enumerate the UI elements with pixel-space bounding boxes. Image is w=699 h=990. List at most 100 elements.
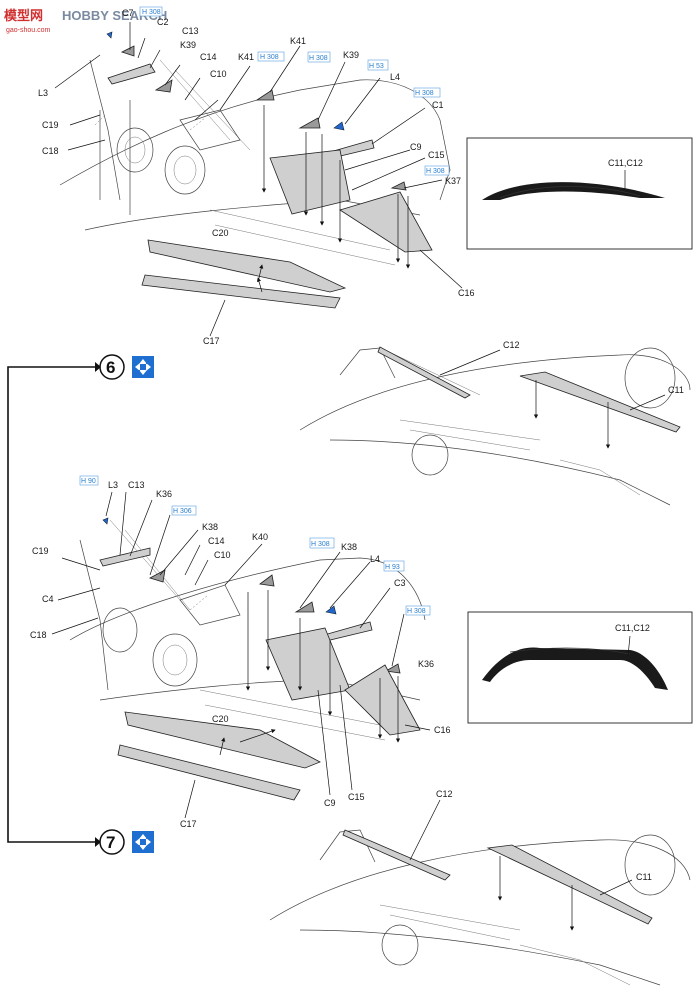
label-upper-k41a: K41 [238,52,254,62]
label-upper-l3: L3 [38,88,48,98]
step-7: 7 C12 C11 [99,789,691,986]
part-c20 [147,239,347,293]
label-upper-c17: C17 [203,336,220,346]
part-7-k38b [294,601,315,613]
label-lower-inset: C11,C12 [615,623,650,633]
label-upper-c13: C13 [182,26,199,36]
part-7-c17 [117,744,301,801]
step-6-icon [132,356,154,378]
watermark-brand: 模型网 [4,8,43,23]
step-7-airframe [269,829,691,986]
hcode-lower-308b: H 308 [407,608,426,615]
label-lower-c19: C19 [32,546,49,556]
upper-parts [106,31,433,309]
hcode-upper-k37: H 308 [426,168,445,175]
part-c13 [107,63,156,85]
hcode-lower-308a: H 308 [311,541,330,548]
label-lower-c4: C4 [42,594,54,604]
part-c16 [339,191,433,253]
label-upper-c18: C18 [42,146,59,156]
part-k41b [255,89,275,101]
label-lower-c20: C20 [212,714,229,724]
label-upper-c2: C2 [157,17,169,27]
step-7-parts [342,799,653,931]
label-upper-c19: C19 [42,120,59,130]
label-lower-k38a: K38 [202,522,218,532]
label-6-c12: C12 [503,340,520,350]
part-6-c12 [377,346,471,399]
step-7-badge [99,829,125,855]
part-7-k36b [384,663,401,674]
upper-hcodes: H 308 H 308 H 308 H 53 H 308 H 308 [139,6,450,176]
label-upper-c10: C10 [210,69,227,79]
part-7s-c11 [486,844,653,925]
step-bracket [7,362,101,847]
part-7s-c12 [342,829,451,881]
part-7-l3 [102,517,109,525]
upper-assembly: L3 C7 C2 C13 K39 C14 C10 K41 C19 C18 K41… [38,6,693,346]
part-7-k40 [258,574,275,587]
part-7-c9 [265,627,351,701]
lower-assembly: L3 C13 K36 K38 C14 C10 C19 C4 C18 K40 K3… [30,475,693,829]
label-lower-k38b: K38 [341,542,357,552]
part-k39a [154,79,173,93]
label-upper-c7: C7 [122,8,134,18]
part-k37 [390,181,407,191]
hcode-upper-308b: H 308 [309,55,328,62]
label-6-c11: C11 [668,385,684,395]
hcode-lower-306: H 306 [173,508,192,515]
label-lower-c18: C18 [30,630,47,640]
label-upper-k41b: K41 [290,36,306,46]
upper-inset-box: C11,C12 [466,137,693,250]
part-l4 [333,121,345,131]
lower-leaders [51,491,431,819]
label-lower-c15: C15 [348,792,365,802]
part-7-c16 [344,664,421,736]
lower-labels: L3 C13 K36 K38 C14 C10 C19 C4 C18 K40 K3… [30,480,451,829]
lower-hcodes: H 90 H 306 H 308 H 93 H 308 [79,475,431,616]
hcode-upper-53: H 53 [369,63,384,70]
step-6-number: 6 [106,358,115,377]
label-lower-c10: C10 [214,550,231,560]
upper-leaders [54,22,463,293]
hcode-lower-93: H 93 [385,564,400,571]
hcode-upper-l4: H 308 [415,90,434,97]
hcode-upper-top: H 308 [142,9,161,16]
label-upper-inset: C11,C12 [608,158,643,168]
label-upper-k37: K37 [445,176,461,186]
label-upper-c14: C14 [200,52,217,62]
label-upper-k39b: K39 [343,50,359,60]
label-lower-c16: C16 [434,725,451,735]
part-c2 [120,45,135,57]
step-6-airframe [299,347,691,506]
hcode-upper-k41: H 308 [260,54,279,61]
label-upper-c1: C1 [432,100,444,110]
label-upper-l4: L4 [390,72,400,82]
label-7-c12: C12 [436,789,453,799]
step-6-parts [377,346,681,449]
lower-inset-box: C11,C12 [467,611,693,724]
part-7-c13 [99,547,151,567]
label-lower-k36a: K36 [156,489,172,499]
watermark-site: gao-shou.com [6,27,51,34]
label-upper-c20: C20 [212,228,229,238]
step-6: 6 C12 C11 [99,340,691,506]
upper-labels: L3 C7 C2 C13 K39 C14 C10 K41 C19 C18 K41… [38,8,475,346]
part-l3 [106,31,113,39]
label-lower-k40: K40 [252,532,268,542]
label-lower-l4: L4 [370,554,380,564]
part-6-c11 [519,371,681,433]
label-upper-k39a: K39 [180,40,196,50]
label-lower-c3: C3 [394,578,406,588]
step-7-number: 7 [106,833,115,852]
part-7-c3 [323,621,373,642]
label-lower-c17: C17 [180,819,197,829]
part-c9 [269,149,351,215]
part-k39b [298,117,321,129]
step-7-icon [132,831,154,853]
label-upper-c16: C16 [458,288,475,298]
label-lower-l3: L3 [108,480,118,490]
label-lower-c13: C13 [128,480,145,490]
label-upper-c15: C15 [428,150,445,160]
